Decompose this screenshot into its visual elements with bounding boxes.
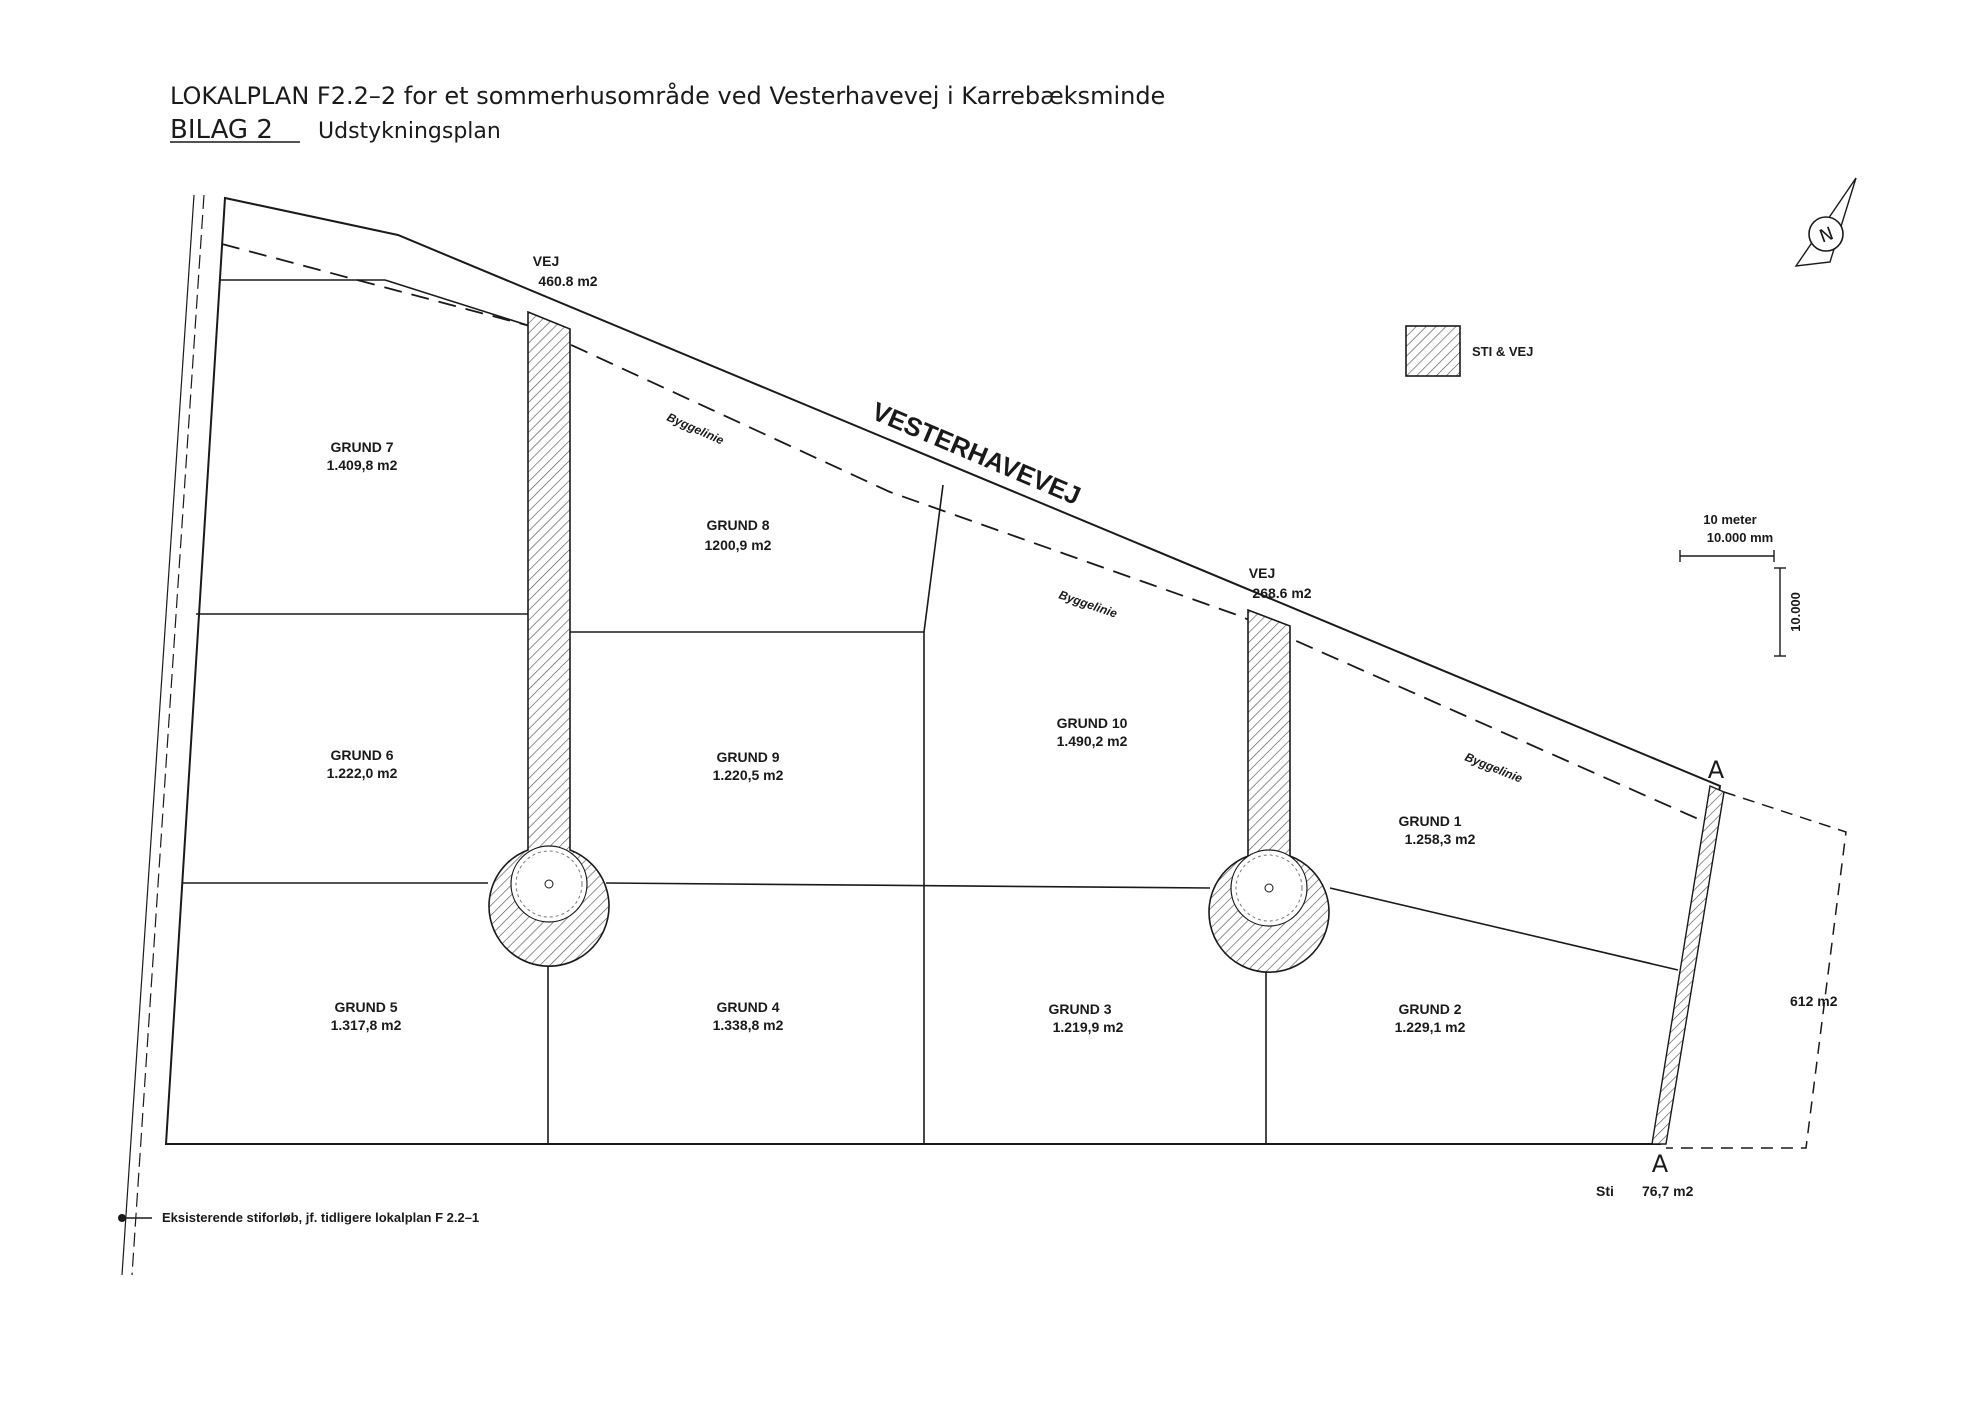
building-line-label-2: Byggelinie (1057, 588, 1119, 621)
plan-subtitle: Udstykningsplan (318, 119, 501, 144)
footnote: Eksisterende stiforløb, jf. tidligere lo… (118, 1210, 479, 1225)
plot-area: 1.490,2 m2 (1057, 733, 1128, 749)
north-arrow-icon: N (1794, 177, 1857, 267)
sti-area: 76,7 m2 (1642, 1183, 1694, 1199)
plot-name: GRUND 4 (716, 999, 779, 1015)
plot-name: GRUND 2 (1398, 1001, 1461, 1017)
vej-west-road (488, 310, 610, 968)
building-line-label-1: Byggelinie (665, 410, 726, 448)
plot-area: 1.229,1 m2 (1395, 1019, 1466, 1035)
section-marker-top: A (1708, 756, 1725, 784)
area-boundary (164, 196, 1722, 1145)
legend-label: STI & VEJ (1472, 344, 1533, 359)
scale-bar: 10 meter 10.000 mm 10.000 (1679, 512, 1803, 657)
plot-area: 1.222,0 m2 (327, 765, 398, 781)
plot-area: 1.338,8 m2 (713, 1017, 784, 1033)
plot-name: GRUND 5 (334, 999, 397, 1015)
vej-label: VEJ (1249, 565, 1275, 581)
plot-area: 1.220,5 m2 (713, 767, 784, 783)
plot-name: GRUND 9 (716, 749, 779, 765)
plot-name: GRUND 1 (1398, 813, 1461, 829)
plot-name: GRUND 10 (1057, 715, 1128, 731)
plot-area: 1.317,8 m2 (331, 1017, 402, 1033)
plot-name: GRUND 6 (330, 747, 393, 763)
plot-name: GRUND 7 (330, 439, 393, 455)
plot-area: 1.219,9 m2 (1053, 1019, 1124, 1035)
plot-area: 1.258,3 m2 (1405, 831, 1476, 847)
existing-path-dashed-line (131, 194, 205, 1276)
plot-boundaries (182, 279, 1679, 1144)
building-line (221, 243, 1706, 823)
building-line-label-3: Byggelinie (1463, 750, 1525, 786)
sti-path (1651, 785, 1725, 1145)
footnote-text: Eksisterende stiforløb, jf. tidligere lo… (162, 1210, 479, 1225)
vej-area: 268.6 m2 (1252, 585, 1311, 601)
vej-east-road (1208, 608, 1330, 974)
plot-name: GRUND 8 (706, 517, 769, 533)
plan-title: LOKALPLAN F2.2–2 for et sommerhusområde … (170, 81, 1165, 110)
vej-label: VEJ (533, 253, 559, 269)
extra-area-boundary (1666, 791, 1847, 1149)
existing-path-line (121, 194, 195, 1276)
plot-area: 1.409,8 m2 (327, 457, 398, 473)
plot-name: GRUND 3 (1048, 1001, 1111, 1017)
bilag-label: BILAG 2 (170, 115, 273, 145)
legend: STI & VEJ (1405, 325, 1533, 377)
section-marker-bottom: A (1652, 1150, 1669, 1178)
legend-hatch-swatch (1405, 325, 1461, 377)
road-name-vesterhavevej: VESTERHAVEVEJ (868, 396, 1085, 511)
plot-area: 1200,9 m2 (705, 537, 772, 553)
sti-label: Sti (1596, 1183, 1614, 1199)
extra-area-label: 612 m2 (1790, 993, 1838, 1009)
scale-label-vertical: 10.000 (1788, 592, 1803, 632)
scale-label-meter: 10 meter (1703, 512, 1756, 527)
vej-area: 460.8 m2 (538, 273, 597, 289)
scale-label-mm: 10.000 mm (1707, 530, 1774, 545)
